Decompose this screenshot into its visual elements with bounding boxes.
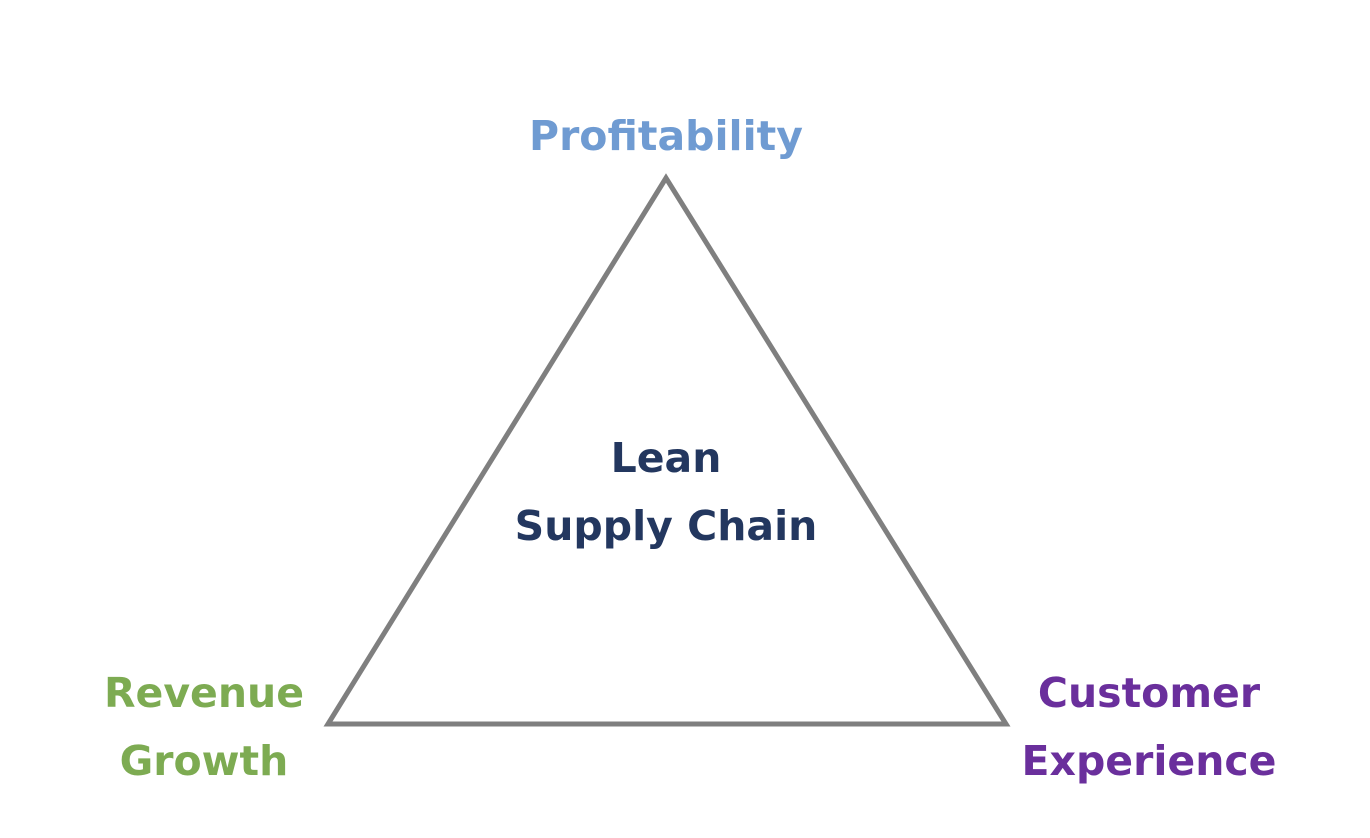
vertex-label-customer-experience: Customer Experience xyxy=(994,659,1304,795)
vertex-label-profitability: Profitability xyxy=(466,102,866,170)
vertex-label-customer-experience-line-2: Experience xyxy=(1021,737,1277,785)
center-label-line-2: Supply Chain xyxy=(514,502,818,550)
center-label-lean-supply-chain: Lean Supply Chain xyxy=(466,424,866,560)
triangle-outline xyxy=(323,173,1011,727)
center-label-line-1: Lean xyxy=(610,434,722,482)
vertex-label-customer-experience-line-1: Customer xyxy=(1037,669,1261,717)
vertex-label-revenue-growth-line-2: Growth xyxy=(119,737,289,785)
vertex-label-revenue-growth-line-1: Revenue xyxy=(103,669,305,717)
vertex-label-profitability-text: Profitability xyxy=(529,112,803,160)
vertex-label-revenue-growth: Revenue Growth xyxy=(54,659,354,795)
